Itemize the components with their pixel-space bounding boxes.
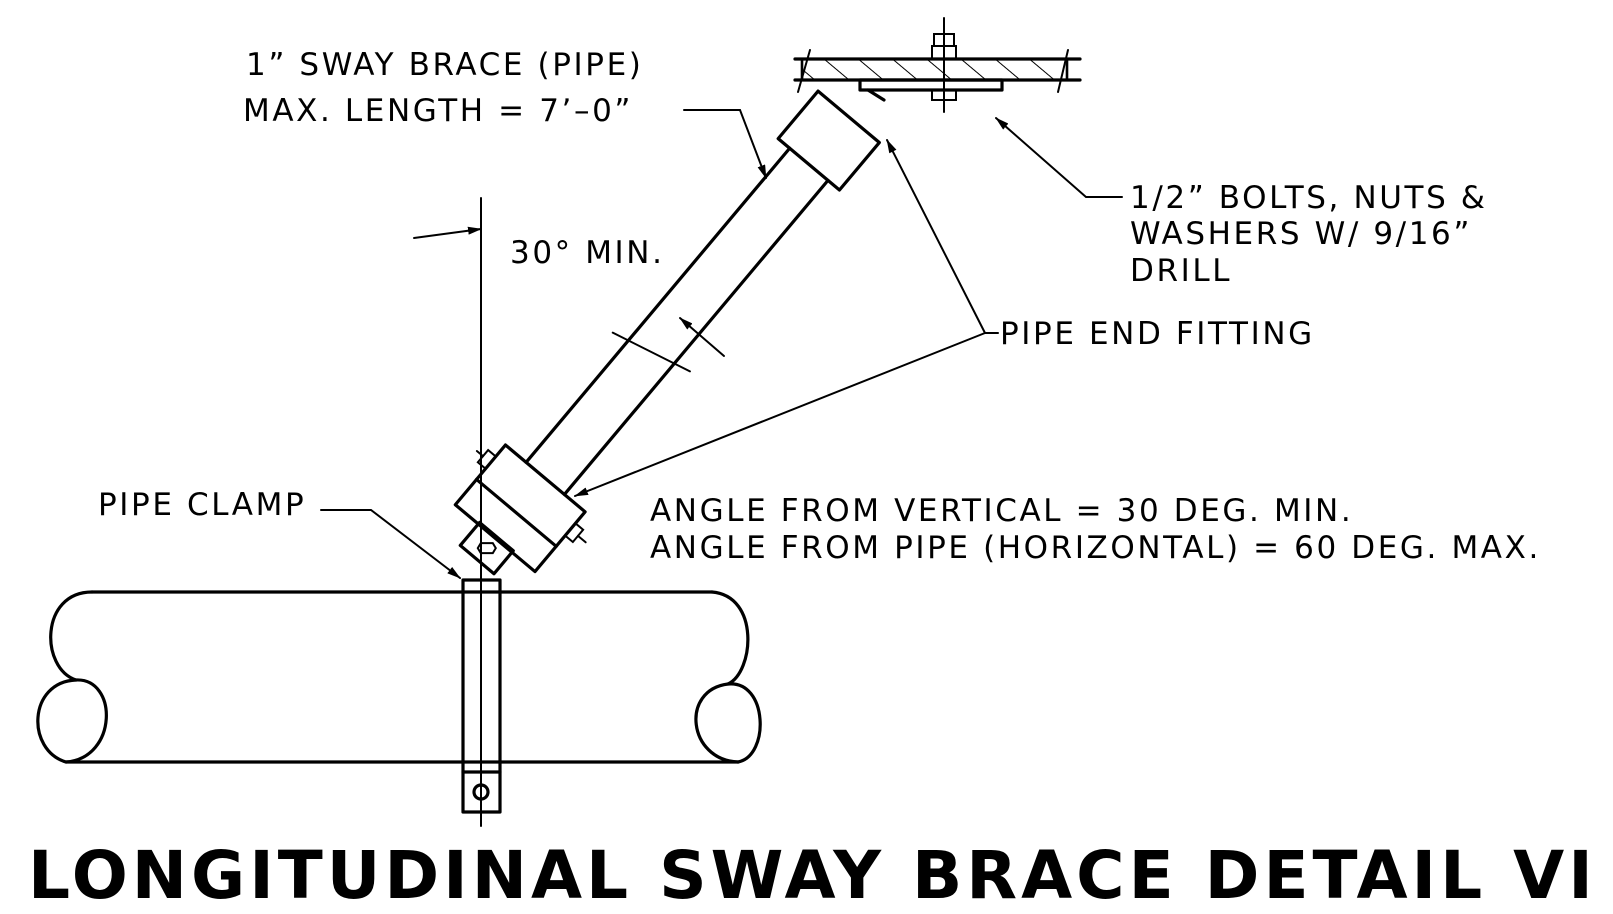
pipe-end-fitting-label: PIPE END FITTING <box>1000 316 1315 352</box>
pipe-clamp-label: PIPE CLAMP <box>98 487 306 523</box>
lower-pipe-end-fitting <box>453 443 587 574</box>
sway-brace-label-line2: MAX. LENGTH = 7’–0” <box>243 93 633 129</box>
clamp-tab <box>458 520 515 576</box>
pipe-end-fitting-leader-lower <box>574 332 986 497</box>
bolts-leader <box>995 117 1123 198</box>
sway-brace-label-line1: 1” SWAY BRACE (PIPE) <box>246 47 643 83</box>
horizontal-pipe <box>36 590 762 764</box>
angle-min-label: 30° MIN. <box>510 235 665 271</box>
angle-vertical-label: ANGLE FROM VERTICAL = 30 DEG. MIN. <box>650 493 1353 529</box>
pipe-end-fitting-leader-upper <box>886 139 986 334</box>
pipe-clamp-leader <box>320 509 461 579</box>
bolts-label-line3: DRILL <box>1130 253 1232 289</box>
clamp-bolt-icon <box>476 542 497 555</box>
sway-brace-leader <box>683 109 767 179</box>
pipe-clamp <box>461 578 502 814</box>
angle-pipe-label: ANGLE FROM PIPE (HORIZONTAL) = 60 DEG. M… <box>650 530 1541 566</box>
upper-pipe-end-fitting <box>776 89 881 192</box>
overhead-structure <box>793 49 1082 102</box>
drawing-title: LONGITUDINAL SWAY BRACE DETAIL VI <box>28 837 1597 914</box>
anchor-bolt-icon <box>931 17 957 113</box>
angle-dimension-arrow <box>413 226 482 239</box>
sway-brace-assembly <box>453 89 881 576</box>
bolts-label-line2: WASHERS W/ 9/16” <box>1130 216 1472 252</box>
angle-dimension-arrow-brace <box>679 317 725 357</box>
brace-pipe <box>524 146 830 497</box>
bolts-label-line1: 1/2” BOLTS, NUTS & <box>1130 180 1488 216</box>
fitting-bolt-icon <box>475 448 587 544</box>
